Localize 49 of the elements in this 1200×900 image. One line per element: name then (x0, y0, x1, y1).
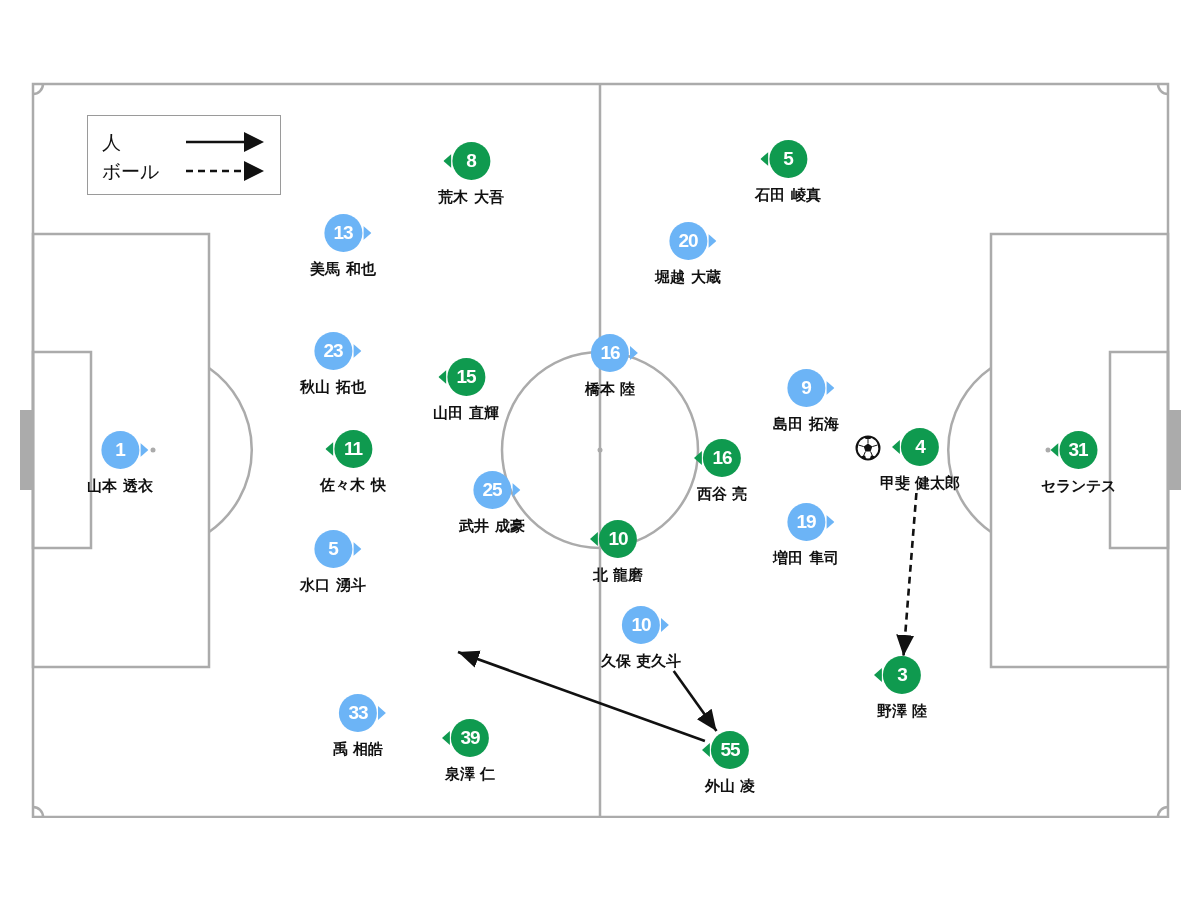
player-marker: 16 (591, 334, 629, 372)
player-name: 堀越 大蔵 (655, 268, 721, 287)
player-marker: 4 (901, 428, 939, 466)
player-name: 佐々木 快 (320, 476, 386, 495)
player-name: 増田 隼司 (773, 549, 839, 568)
player-marker: 10 (622, 606, 660, 644)
player-name: 久保 吏久斗 (600, 652, 682, 671)
player-marker: 55 (711, 731, 749, 769)
dashed-arrow (896, 492, 918, 657)
player-name: 石田 崚真 (755, 186, 821, 205)
player-name: セランテス (1040, 477, 1116, 496)
player-name: 泉澤 仁 (444, 765, 496, 784)
player-name: 山本 透衣 (87, 477, 153, 496)
player-name: 荒木 大吾 (438, 188, 504, 207)
player-name: 山田 直輝 (433, 404, 499, 423)
legend-label: 人 (102, 131, 121, 153)
player-marker: 20 (669, 222, 707, 260)
player-marker: 5 (314, 530, 352, 568)
arrow (457, 650, 706, 743)
player-name: 武井 成豪 (459, 517, 525, 536)
player-name: 禹 相皓 (332, 740, 384, 759)
player-name: 西谷 亮 (696, 485, 748, 504)
arrow (672, 670, 718, 732)
player-name: 秋山 拓也 (300, 378, 366, 397)
player-marker: 3 (883, 656, 921, 694)
player-name: 外山 凌 (704, 777, 756, 796)
player-name: 野澤 陸 (876, 702, 928, 721)
player-name: 美馬 和也 (310, 260, 376, 279)
player-marker: 11 (334, 430, 372, 468)
player-marker: 1 (101, 431, 139, 469)
player-marker: 10 (599, 520, 637, 558)
player-marker: 8 (452, 142, 490, 180)
player-name: 北 龍磨 (592, 566, 644, 585)
legend-label: ボール (102, 160, 159, 182)
player-marker: 5 (769, 140, 807, 178)
player-name: 甲斐 健太郎 (879, 474, 961, 493)
player-marker: 31 (1059, 431, 1097, 469)
player-name: 水口 湧斗 (300, 576, 366, 595)
player-marker: 15 (447, 358, 485, 396)
player-marker: 13 (324, 214, 362, 252)
player-marker: 9 (787, 369, 825, 407)
player-marker: 33 (339, 694, 377, 732)
player-marker: 25 (473, 471, 511, 509)
player-marker: 39 (451, 719, 489, 757)
player-marker: 19 (787, 503, 825, 541)
player-name: 島田 拓海 (773, 415, 839, 434)
player-name: 橋本 陸 (584, 380, 636, 399)
player-marker: 23 (314, 332, 352, 370)
player-marker: 16 (703, 439, 741, 477)
